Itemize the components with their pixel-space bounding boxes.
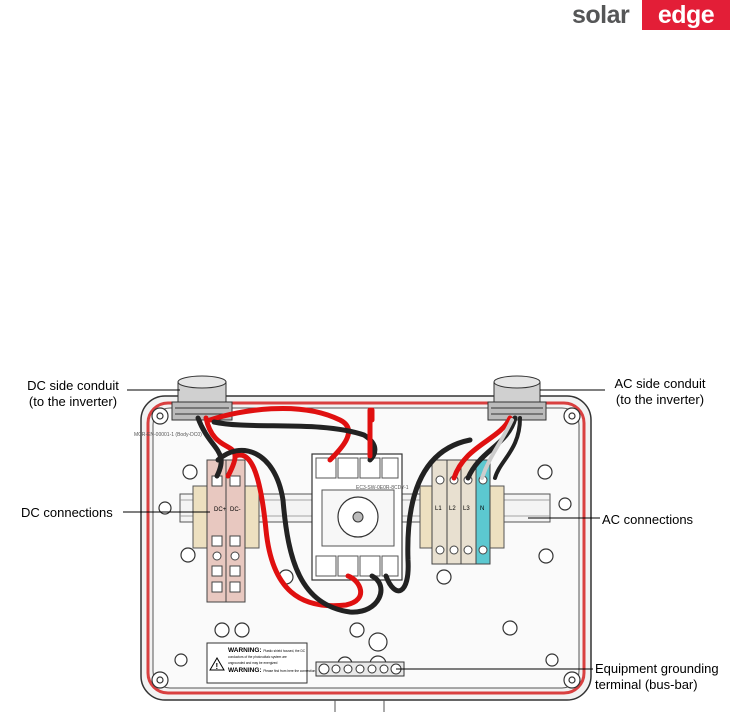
ac-connections-label: AC connections	[602, 512, 694, 527]
dc-conduit-label-line2: (to the inverter)	[28, 394, 118, 409]
grounding-terminal-label: Equipment grounding terminal (bus-bar)	[595, 661, 719, 693]
ac-conduit	[487, 375, 547, 421]
warning-line4-rest: Please find from here the connection	[263, 669, 315, 673]
corner-screws	[151, 407, 581, 689]
dc-conduit-label-line1: DC side conduit	[27, 378, 119, 393]
bottom-mount-lines	[334, 700, 385, 712]
ac-conduit-label: AC side conduit (to the inverter)	[604, 376, 716, 408]
conduit-part-label: MCR-EN-00001-1 (Body-DC0)	[134, 432, 202, 438]
svg-text:!: !	[216, 662, 219, 671]
dc-plus-label: DC+	[214, 507, 227, 513]
l2-label: L2	[449, 506, 456, 512]
warning-line1-rest: Plastic shield housed, the DC	[263, 649, 305, 653]
grounding-terminal-label-line2: terminal (bus-bar)	[595, 677, 698, 692]
safety-switch: EC3-SW-0E0R-8CDY-1	[311, 453, 409, 581]
grounding-bus-bar	[315, 661, 405, 677]
ac-wire-red-2	[451, 415, 513, 481]
dc-end-stops	[192, 485, 260, 549]
warning-line3: ungrounded and may be energized	[228, 661, 278, 665]
leader-lines	[123, 389, 605, 670]
warning-line2: conductors of the photovoltaic system ar…	[228, 655, 287, 659]
wires	[195, 405, 522, 615]
l3-label: L3	[463, 506, 470, 512]
ac-wire-white	[480, 418, 514, 480]
ac-end-stops	[419, 485, 505, 549]
svg-text:WARNING: Please find fro: WARNING: Please find from here the conne…	[228, 667, 316, 674]
logo-text-solar: solar	[572, 1, 630, 29]
dc-conduit-label: DC side conduit (to the inverter)	[17, 378, 129, 410]
dc-wire-red-top	[207, 405, 352, 463]
warning-line4-bold: WARNING:	[228, 667, 262, 674]
dc-wire-red-1	[203, 415, 238, 479]
safety-switch-diagram: DC+ DC- EC3-SW-0E0R-8CDY-1 L1	[123, 375, 605, 712]
svg-text:WARNING: Plastic shield: WARNING: Plastic shield housed, the DC	[228, 647, 306, 654]
ac-wire-black-switch	[383, 437, 473, 594]
dc-conduit: MCR-EN-00001-1 (Body-DC0)	[134, 375, 233, 438]
logo-text-edge: edge	[642, 0, 730, 30]
dc-wire-black-top	[211, 419, 378, 463]
warning-line1-bold: WARNING:	[228, 647, 262, 654]
ac-conduit-label-line2: (to the inverter)	[615, 392, 705, 407]
solaredge-logo: solar edge	[572, 0, 730, 30]
dc-terminal-block: DC+ DC-	[206, 459, 246, 603]
dc-connections-label: DC connections	[21, 505, 113, 520]
n-label: N	[480, 506, 484, 512]
grounding-terminal-label-line1: Equipment grounding	[595, 661, 719, 676]
ac-wire-black-3	[493, 416, 522, 480]
warning-triangle-icon	[209, 657, 225, 671]
warning-label: ! WARNING: Plastic shield housed, the DC…	[206, 642, 316, 684]
dc-wire-black-1	[195, 415, 224, 479]
dc-minus-label: DC-	[230, 507, 241, 513]
dc-wire-red-loop	[232, 452, 363, 609]
l1-label: L1	[435, 506, 442, 512]
dc-wire-black-loop	[215, 448, 384, 615]
ac-conduit-label-line1: AC side conduit	[614, 376, 706, 391]
switch-part-label: EC3-SW-0E0R-8CDY-1	[356, 485, 409, 491]
ac-wire-black-2	[465, 415, 518, 481]
